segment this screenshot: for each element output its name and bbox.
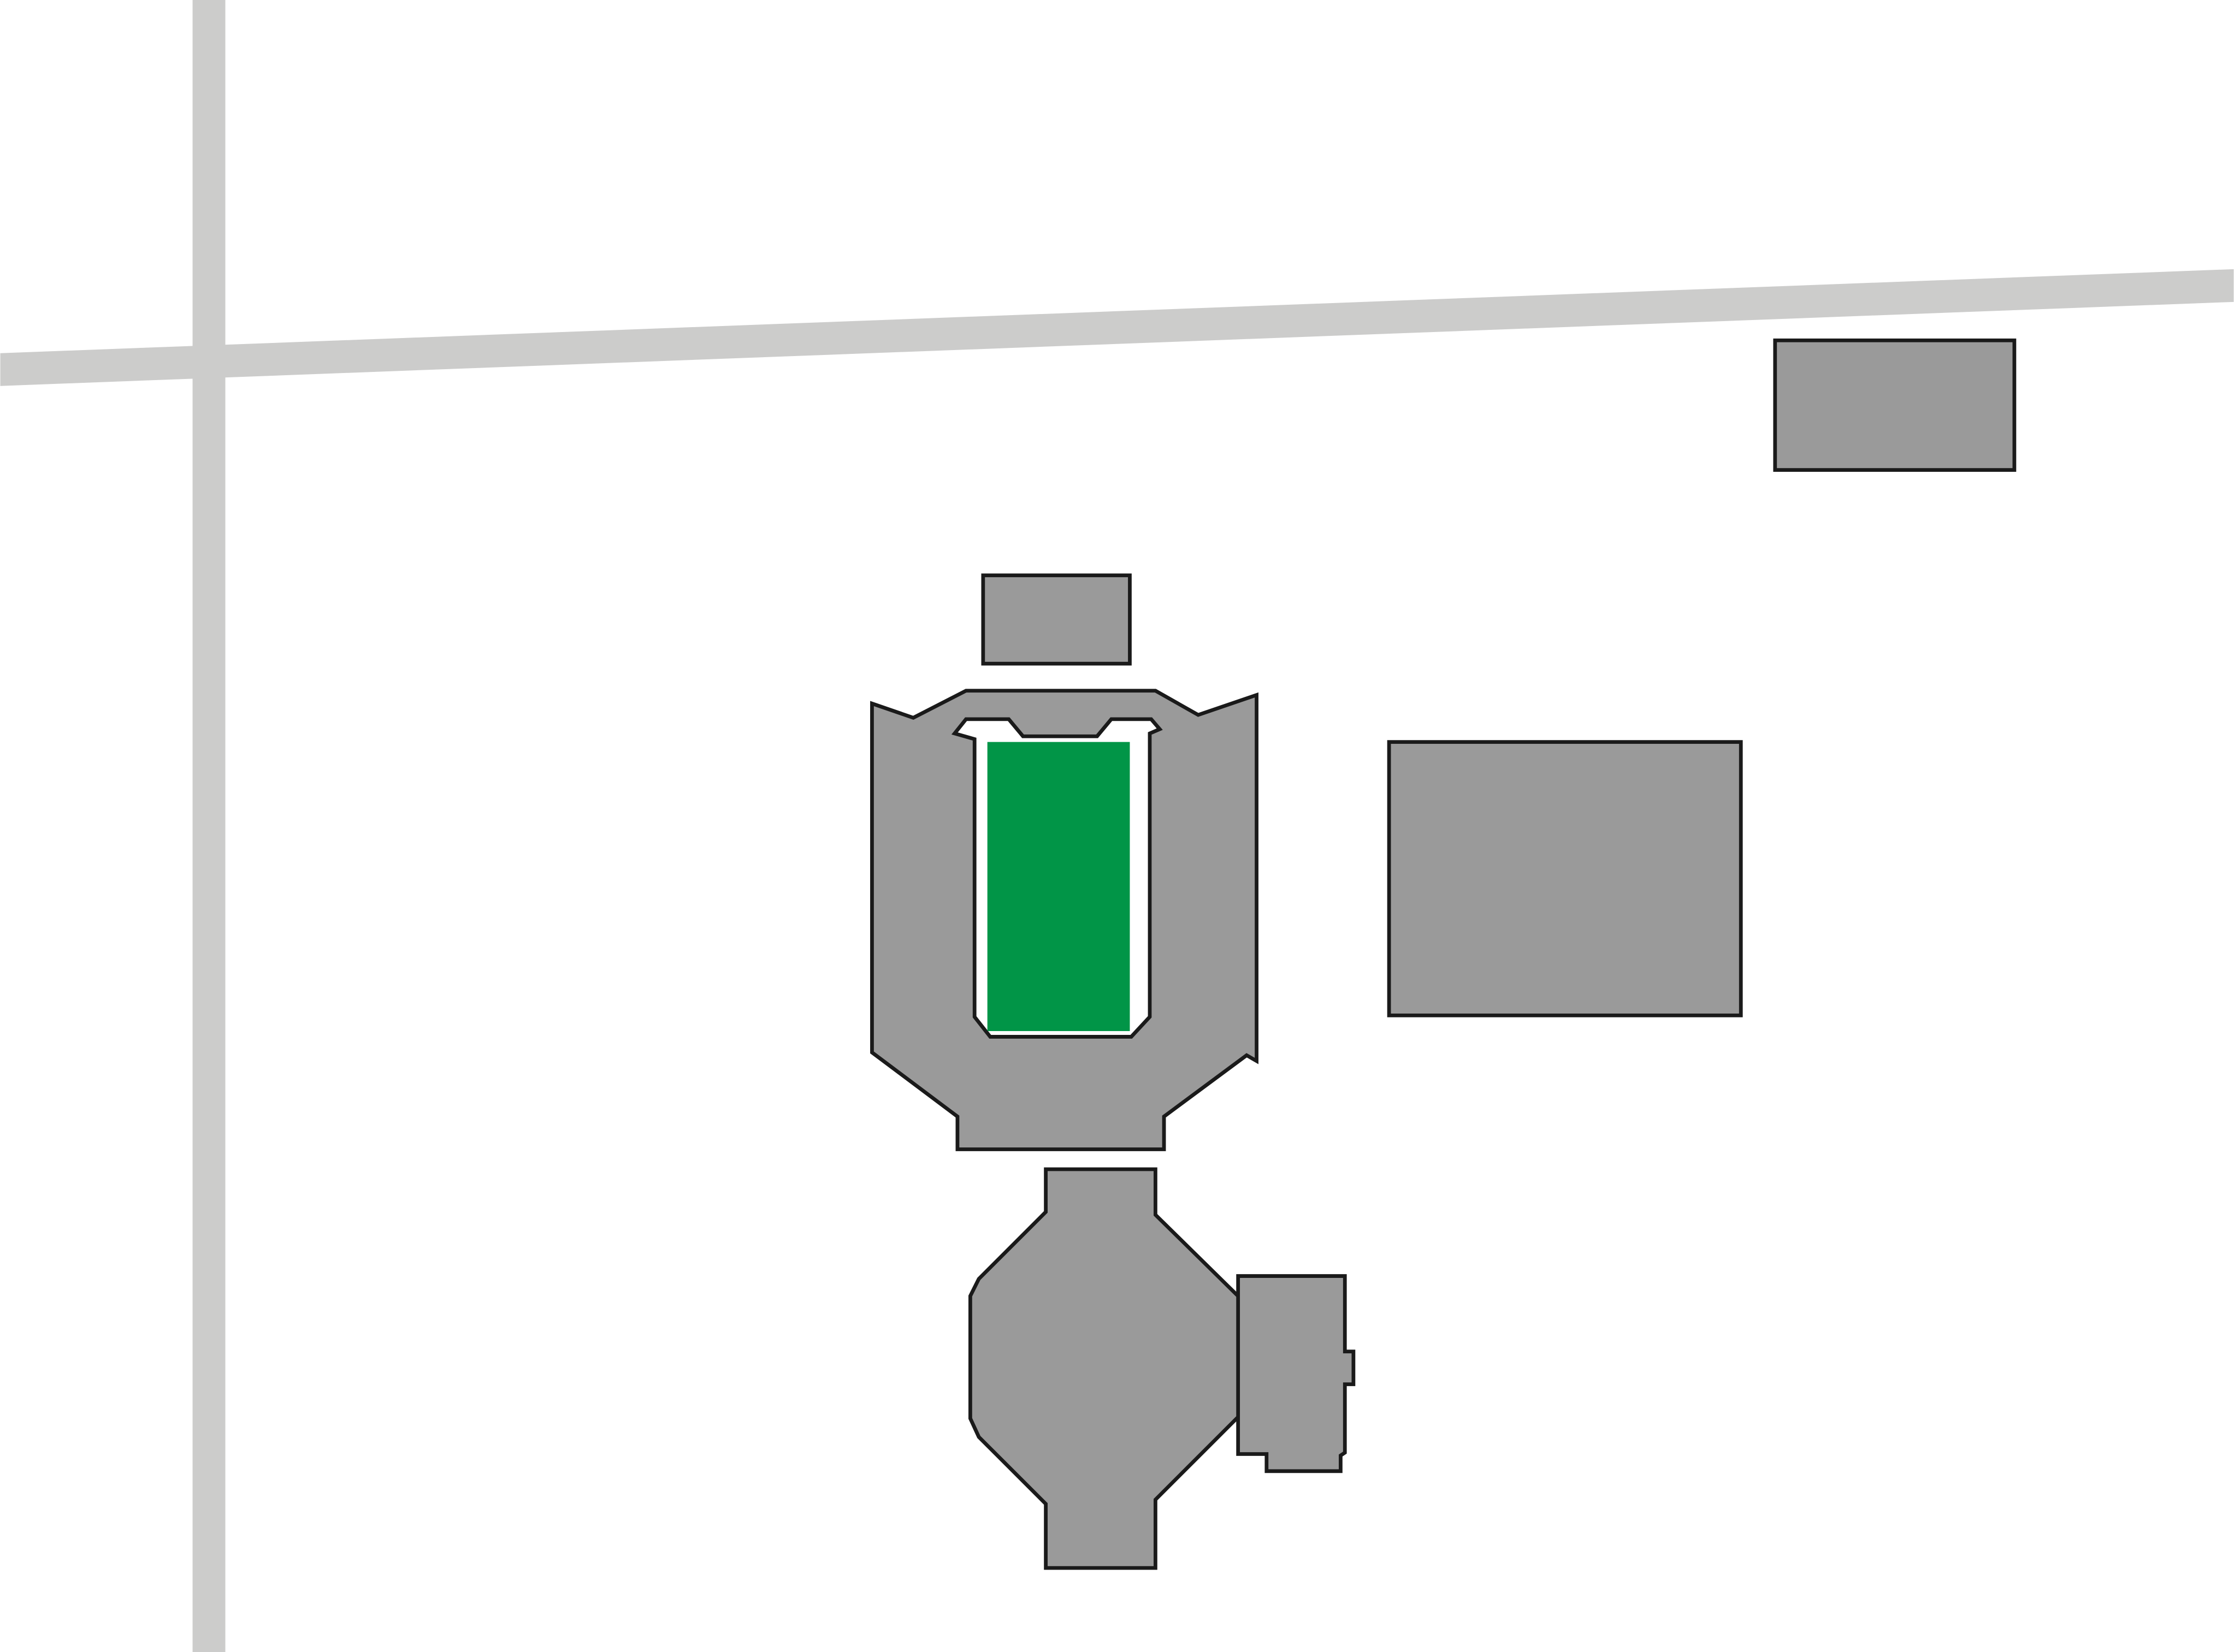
horizontal-road: [0, 269, 2234, 386]
large-rectangular-building: [1387, 740, 1743, 1017]
vertical-road: [192, 0, 226, 1652]
annex-building: [1236, 1274, 1356, 1473]
arena-building: [968, 1167, 1243, 1570]
small-building-north-of-stadium: [981, 573, 1132, 666]
stadium-pitch: [987, 742, 1130, 1032]
building-northeast: [1773, 338, 2017, 472]
